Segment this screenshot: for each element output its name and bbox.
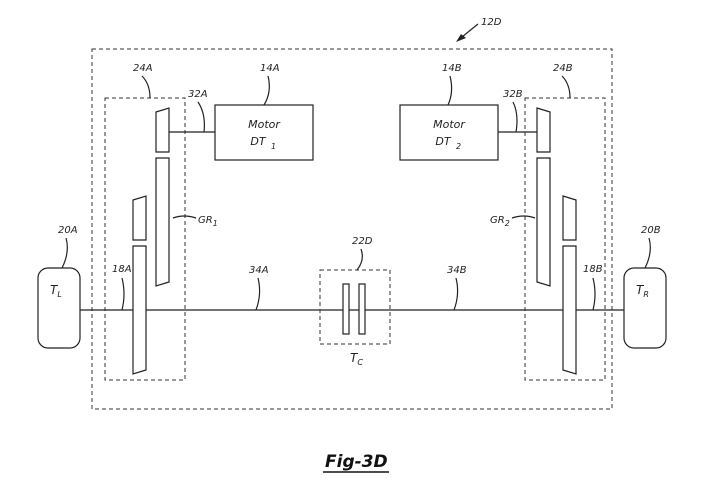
axle-b-label: 34B [447, 265, 467, 276]
shaft-a-label: 32A [188, 89, 208, 100]
clutch-label: 22D [352, 236, 373, 247]
axle-a-label: 34A [249, 265, 269, 276]
wheel-a-label: 20A [58, 225, 78, 236]
gear-18a [133, 246, 146, 374]
clutch-plate-a [343, 284, 349, 334]
shaft-a-leader [198, 102, 204, 132]
gear-out-b-leader [593, 278, 595, 310]
gear-b-leader [512, 216, 535, 218]
clutch-leader [357, 249, 362, 270]
gear-pinion-b [563, 196, 576, 240]
gear-b-label: GR2 [490, 215, 510, 228]
system-label: 12D [481, 17, 502, 28]
system-leader [462, 24, 478, 37]
gear-top-a [156, 108, 169, 152]
torque-clutch-label: TC [350, 351, 363, 367]
gear-top-b [537, 108, 550, 152]
motor-b-sub: 2 [456, 142, 461, 151]
motor-a-sub: 1 [271, 142, 276, 151]
motor-a-name: DT [250, 135, 266, 148]
gear-18b [563, 246, 576, 374]
wheel-b-leader [645, 238, 650, 268]
wheel-a-leader [62, 238, 67, 268]
gear-a-label: GR1 [198, 215, 218, 228]
figure-caption: Fig-3D [325, 452, 388, 472]
shaft-b-leader [513, 102, 517, 132]
gear-gr2 [537, 158, 550, 286]
gear-pinion-a [133, 196, 146, 240]
housing-a-label: 24A [133, 63, 153, 74]
axle-b-leader [454, 278, 458, 310]
gear-out-a-leader [122, 278, 124, 310]
shaft-b-label: 32B [503, 89, 523, 100]
housing-b-leader [562, 76, 570, 98]
motor-a-ref: 14A [260, 63, 280, 74]
motor-b-ref: 14B [442, 63, 462, 74]
clutch-plate-b [359, 284, 365, 334]
motor-b-title: Motor [433, 118, 466, 131]
motor-b-name: DT [435, 135, 451, 148]
housing-b-label: 24B [553, 63, 573, 74]
wheel-right [624, 268, 666, 348]
motor-dt1-box [215, 105, 313, 160]
motor-a-leader [264, 76, 269, 105]
gear-gr1 [156, 158, 169, 286]
gear-out-a-label: 18A [112, 264, 132, 275]
wheel-b-label: 20B [641, 225, 661, 236]
clutch-boundary [320, 270, 390, 344]
motor-a-title: Motor [248, 118, 281, 131]
axle-a-leader [256, 278, 260, 310]
motor-dt2-box [400, 105, 498, 160]
motor-b-leader [448, 76, 452, 105]
wheel-left [38, 268, 80, 348]
housing-a-leader [142, 76, 150, 98]
gear-out-b-label: 18B [583, 264, 603, 275]
